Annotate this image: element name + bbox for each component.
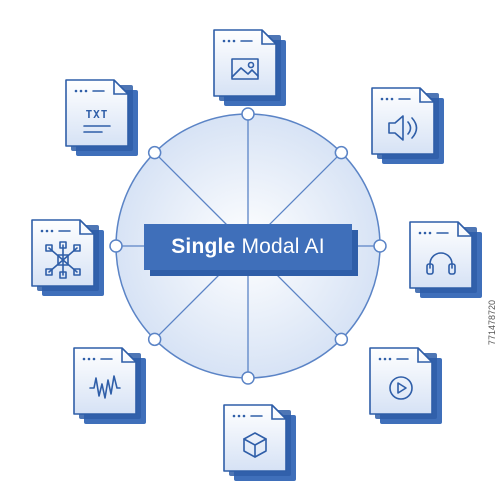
spoke-node [334, 332, 349, 347]
audio-file-icon [371, 87, 444, 164]
spoke-node [109, 239, 123, 253]
image-file-icon [213, 29, 286, 106]
spoke-node [334, 145, 349, 160]
spoke-node [147, 332, 162, 347]
spoke-node [241, 371, 255, 385]
headphones-file-icon [409, 221, 482, 298]
3d-model-file-icon [223, 404, 296, 481]
waveform-file-icon [73, 347, 146, 424]
txt-label: TXT [86, 108, 109, 121]
video-file-icon [369, 347, 442, 424]
spoke-node [147, 145, 162, 160]
spoke-node [373, 239, 387, 253]
stock-watermark: 771478720 [487, 300, 497, 346]
network-file-icon [31, 219, 104, 296]
text-file-icon: TXT [65, 79, 138, 156]
title-banner [144, 224, 352, 270]
file-cards: TXT [31, 29, 482, 481]
spoke-node [241, 107, 255, 121]
